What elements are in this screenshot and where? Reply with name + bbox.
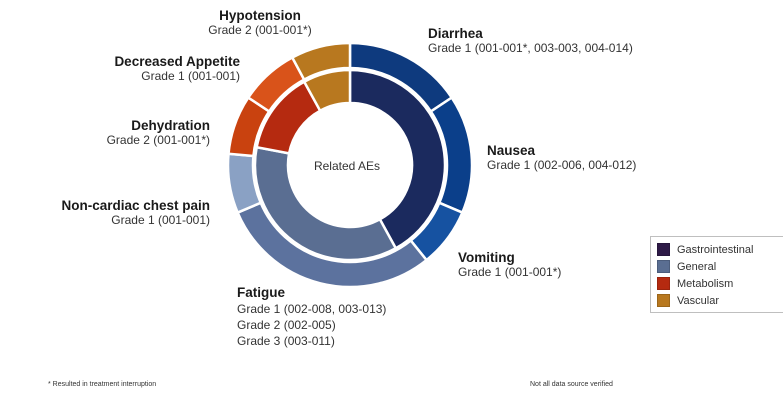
outer-slice-hypotension bbox=[290, 41, 352, 82]
callout-detail: Grade 2 (002-005) bbox=[237, 318, 336, 332]
callout-title: Vomiting bbox=[458, 250, 515, 265]
legend: Gastrointestinal General Metabolism Vasc… bbox=[650, 236, 783, 313]
callout-detail: Grade 1 (002-008, 003-013) bbox=[237, 302, 387, 316]
footnote-treatment-interruption: * Resulted in treatment interruption bbox=[48, 381, 157, 388]
callout-title: Dehydration bbox=[131, 118, 210, 133]
inner-slice-general bbox=[253, 145, 398, 262]
callout-detail: Grade 1 (001-001) bbox=[111, 213, 210, 227]
callout-detail: Grade 1 (001-001*) bbox=[458, 265, 562, 279]
legend-item-gastrointestinal: Gastrointestinal bbox=[657, 241, 777, 258]
legend-label: Metabolism bbox=[677, 277, 734, 290]
callout-title: Hypotension bbox=[219, 8, 301, 23]
outer-ring bbox=[226, 41, 474, 289]
callout-dehydration: Dehydration Grade 2 (001-001*) bbox=[40, 118, 210, 148]
legend-item-metabolism: Metabolism bbox=[657, 275, 777, 292]
callout-title: Non-cardiac chest pain bbox=[61, 198, 210, 213]
callout-title: Decreased Appetite bbox=[114, 54, 240, 69]
callout-detail: Grade 2 (001-001*) bbox=[208, 23, 312, 37]
callout-title: Nausea bbox=[487, 143, 536, 158]
legend-swatch bbox=[657, 277, 670, 290]
footnote-data-source: Not all data source verified bbox=[530, 381, 613, 388]
callout-title: Fatigue bbox=[237, 285, 286, 300]
callout-diarrhea: Diarrhea Grade 1 (001-001*, 003-003, 004… bbox=[428, 26, 668, 56]
callout-detail: Grade 1 (002-006, 004-012) bbox=[487, 158, 637, 172]
legend-label: General bbox=[677, 260, 717, 273]
callout-detail: Grade 1 (001-001*, 003-003, 004-014) bbox=[428, 41, 633, 55]
legend-item-general: General bbox=[657, 258, 777, 275]
callout-title: Diarrhea bbox=[428, 26, 483, 41]
legend-label: Gastrointestinal bbox=[677, 243, 754, 256]
callout-decreased-appetite: Decreased Appetite Grade 1 (001-001) bbox=[60, 54, 240, 84]
legend-swatch bbox=[657, 260, 670, 273]
legend-swatch bbox=[657, 243, 670, 256]
callout-non-cardiac-chest-pain: Non-cardiac chest pain Grade 1 (001-001) bbox=[10, 198, 210, 228]
callout-detail: Grade 3 (003-011) bbox=[237, 334, 335, 348]
callout-nausea: Nausea Grade 1 (002-006, 004-012) bbox=[487, 143, 687, 173]
callout-hypotension: Hypotension Grade 2 (001-001*) bbox=[160, 8, 360, 38]
legend-swatch bbox=[657, 294, 670, 307]
legend-item-vascular: Vascular bbox=[657, 292, 777, 309]
inner-slice-gastrointestinal bbox=[348, 68, 447, 250]
callout-detail: Grade 1 (001-001) bbox=[141, 69, 240, 83]
legend-label: Vascular bbox=[677, 294, 719, 307]
callout-detail: Grade 2 (001-001*) bbox=[106, 133, 210, 147]
inner-ring bbox=[253, 68, 447, 262]
center-label: Related AEs bbox=[314, 159, 380, 173]
callout-vomiting: Vomiting Grade 1 (001-001*) bbox=[458, 250, 618, 280]
callout-fatigue: Fatigue Grade 1 (002-008, 003-013) Grade… bbox=[237, 285, 437, 349]
inner-slice-vascular bbox=[302, 68, 352, 113]
